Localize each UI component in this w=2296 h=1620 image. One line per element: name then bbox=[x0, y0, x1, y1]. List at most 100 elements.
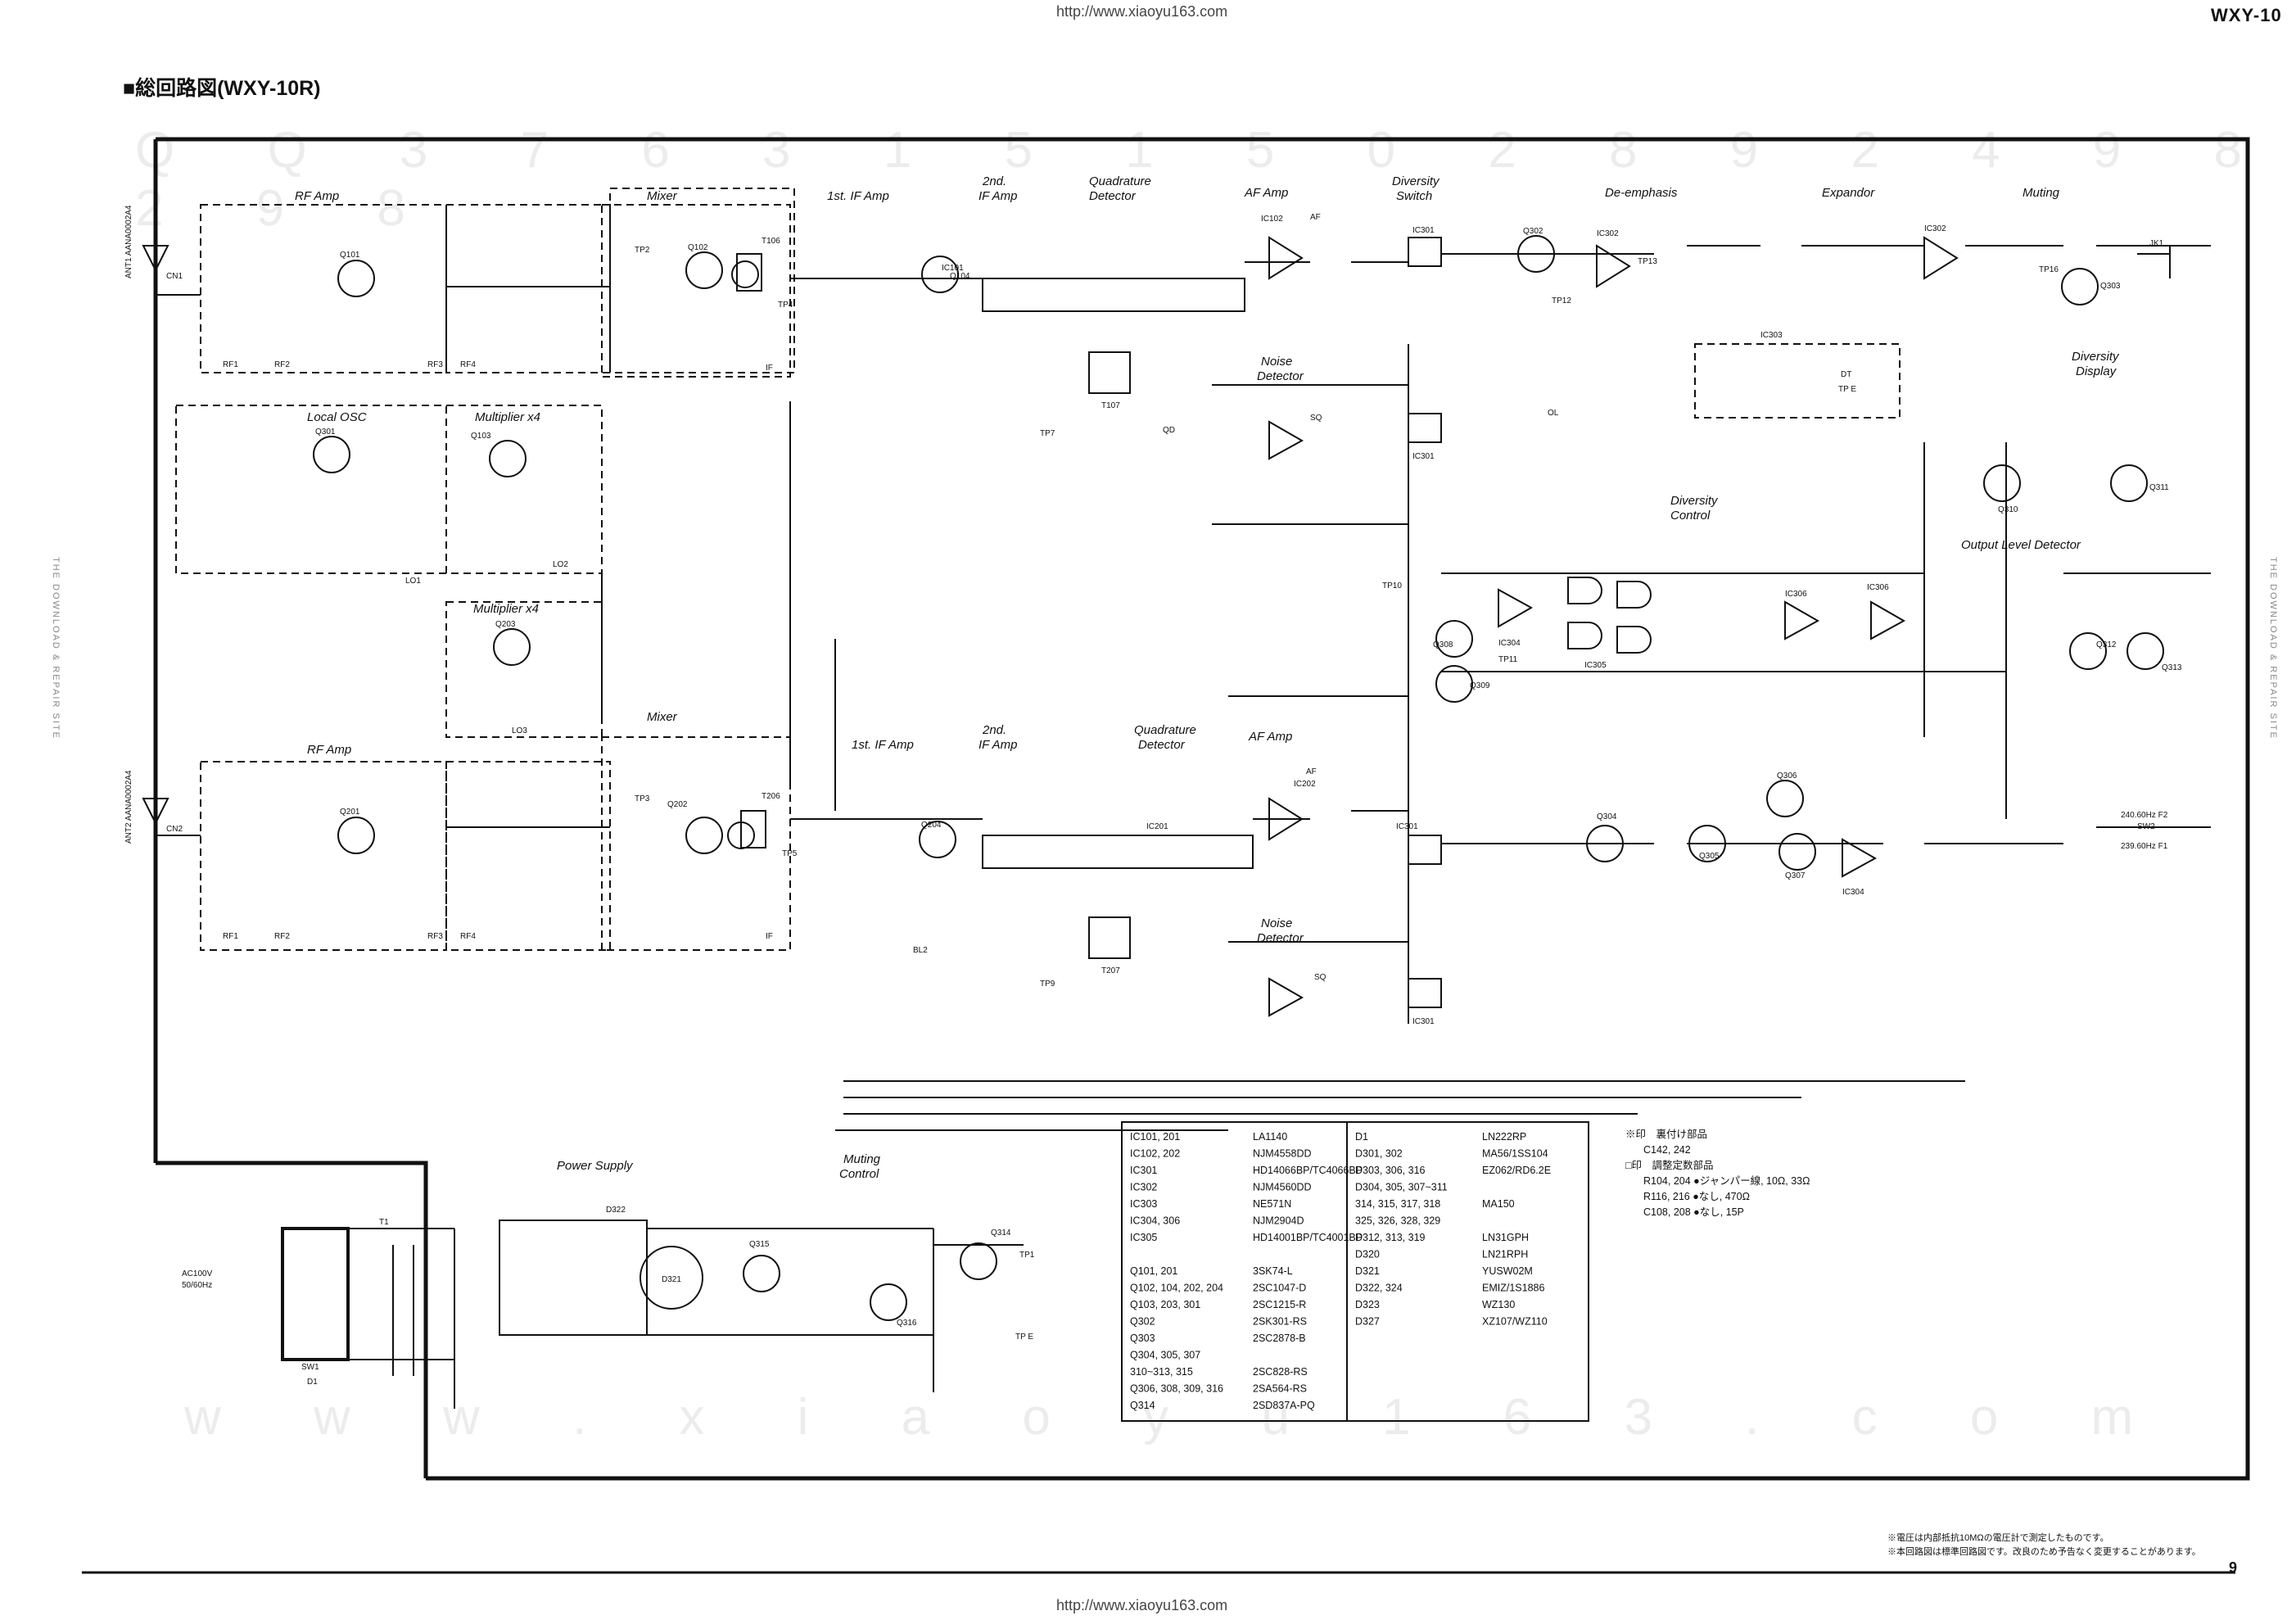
tag-if-b: IF bbox=[766, 932, 773, 941]
block-local-osc: Local OSC bbox=[307, 410, 367, 424]
ic302a-label: IC302 bbox=[1597, 229, 1619, 238]
cn1-label: CN1 bbox=[166, 272, 183, 281]
tag-dt: DT bbox=[1841, 370, 1851, 379]
parts-value-cell: LA1140 bbox=[1253, 1131, 1287, 1143]
q101-label: Q101 bbox=[340, 251, 360, 260]
tp9-label: TP9 bbox=[1040, 980, 1055, 989]
parts-ref-cell: D301, 302 bbox=[1355, 1148, 1403, 1160]
parts-ref-cell: D323 bbox=[1355, 1299, 1380, 1310]
parts-ref-cell: Q314 bbox=[1130, 1400, 1155, 1411]
tag-rf1-a: RF1 bbox=[223, 360, 238, 369]
tag-rf4-b: RF4 bbox=[460, 932, 476, 941]
parts-value-cell: NE571N bbox=[1253, 1198, 1291, 1210]
block-muting-control: Muting bbox=[843, 1152, 881, 1166]
q302-label: Q302 bbox=[1523, 227, 1543, 236]
tag-sq-a: SQ bbox=[1310, 414, 1322, 423]
ic202-label: IC202 bbox=[1294, 780, 1316, 789]
note-line: C108, 208 ●なし, 15P bbox=[1643, 1206, 1744, 1218]
component-labels: ANT1 AANA0002A4 ANT2 AANA0002A4 CN1 CN2 … bbox=[124, 205, 2182, 1387]
parts-ref-cell: IC305 bbox=[1130, 1232, 1157, 1243]
watermark-row: Q Q 3 7 6 3 1 5 1 5 0 2 8 9 2 4 9 8 2 9 … bbox=[135, 122, 2281, 237]
block-output-level-detector: Output Level Detector bbox=[1961, 538, 2081, 552]
note-line: R104, 204 ●ジャンパー線, 10Ω, 33Ω bbox=[1643, 1175, 1810, 1187]
block-1st-if-amp-2: 1st. IF Amp bbox=[852, 738, 914, 752]
parts-value-cell: EZ062/RD6.2E bbox=[1482, 1165, 1551, 1176]
ic101-label: IC101 bbox=[942, 264, 964, 273]
ic303-label: IC303 bbox=[1760, 331, 1783, 340]
ic306b-label: IC306 bbox=[1867, 583, 1889, 592]
tag-rf3-b: RF3 bbox=[427, 932, 443, 941]
parts-ref-cell: IC102, 202 bbox=[1130, 1148, 1180, 1160]
q316-label: Q316 bbox=[897, 1319, 917, 1328]
d321-label: D321 bbox=[662, 1275, 681, 1284]
parts-ref-cell: D312, 313, 319 bbox=[1355, 1232, 1426, 1243]
block-quadrature-2b: Detector bbox=[1138, 738, 1186, 752]
tag-af-a: AF bbox=[1310, 213, 1321, 222]
block-multiplier-1: Multiplier x4 bbox=[475, 410, 540, 424]
watermark-left: THE DOWNLOAD & REPAIR SITE bbox=[51, 557, 61, 740]
t206-label: T206 bbox=[762, 792, 780, 801]
note-line: □印 調整定数部品 bbox=[1625, 1160, 1714, 1171]
parts-ref-cell: 314, 315, 317, 318 bbox=[1355, 1198, 1440, 1210]
parts-ref-cell: Q103, 203, 301 bbox=[1130, 1299, 1200, 1310]
block-af-amp-1: AF Amp bbox=[1244, 186, 1288, 200]
sw1-label: SW1 bbox=[301, 1363, 319, 1372]
parts-value-cell: LN222RP bbox=[1482, 1131, 1526, 1143]
t106-label: T106 bbox=[762, 237, 780, 246]
parts-value-cell: 2SD837A-PQ bbox=[1253, 1400, 1315, 1411]
watermark-right: THE DOWNLOAD & REPAIR SITE bbox=[2268, 557, 2278, 740]
q313-label: Q313 bbox=[2162, 663, 2182, 672]
block-2nd-if-2: 2nd. bbox=[982, 723, 1006, 737]
parts-value-cell: 2SC2878-B bbox=[1253, 1333, 1306, 1344]
parts-value-cell: LN31GPH bbox=[1482, 1232, 1529, 1243]
d322-label: D322 bbox=[606, 1206, 626, 1215]
parts-ref-cell: Q102, 104, 202, 204 bbox=[1130, 1283, 1223, 1294]
parts-ref-cell: IC303 bbox=[1130, 1198, 1157, 1210]
block-quadrature-1: Quadrature bbox=[1089, 174, 1151, 188]
q304-label: Q304 bbox=[1597, 812, 1617, 821]
block-noise-1b: Detector bbox=[1257, 369, 1304, 383]
parts-ref-cell: Q303 bbox=[1130, 1333, 1155, 1344]
block-rf-amp-1: RF Amp bbox=[295, 189, 339, 203]
block-rf-amp-2: RF Amp bbox=[307, 743, 351, 757]
parts-value-cell: 3SK74-L bbox=[1253, 1265, 1293, 1277]
footnotes: ※電圧は内部抵抗10MΩの電圧計で測定したものです。 ※本回路図は標準回路図です… bbox=[1887, 1532, 2201, 1559]
parts-ref-cell: IC301 bbox=[1130, 1165, 1157, 1176]
parts-ref-cell: IC302 bbox=[1130, 1182, 1157, 1193]
ic301b-label: IC301 bbox=[1412, 452, 1435, 461]
ac-label-b: 50/60Hz bbox=[182, 1281, 212, 1290]
tag-qd: QD bbox=[1163, 426, 1175, 435]
ic305-label: IC305 bbox=[1584, 661, 1607, 670]
tp16-label: TP16 bbox=[2039, 265, 2059, 274]
block-de-emphasis: De-emphasis bbox=[1605, 186, 1678, 200]
parts-value-cell: EMIZ/1S1886 bbox=[1482, 1283, 1544, 1294]
block-diversity-display: Diversity bbox=[2072, 350, 2120, 364]
jk1-label: JK1 bbox=[2149, 239, 2164, 248]
d1-label: D1 bbox=[307, 1378, 318, 1387]
tag-rf4-a: RF4 bbox=[460, 360, 476, 369]
t107-label: T107 bbox=[1101, 401, 1120, 410]
parts-ref-cell: Q304, 305, 307 bbox=[1130, 1350, 1200, 1361]
q203-label: Q203 bbox=[495, 620, 516, 629]
parts-value-cell: HD14066BP/TC4066BP bbox=[1253, 1165, 1363, 1176]
parts-value-cell: NJM4558DD bbox=[1253, 1148, 1312, 1160]
parts-value-cell: 2SC1047-D bbox=[1253, 1283, 1306, 1294]
block-quadrature-1b: Detector bbox=[1089, 189, 1137, 203]
block-expandor: Expandor bbox=[1822, 186, 1875, 200]
q104-label: Q104 bbox=[950, 272, 970, 281]
block-diversity-switch: Diversity bbox=[1392, 174, 1440, 188]
block-diversity-control-b: Control bbox=[1670, 509, 1711, 523]
parts-ref-cell: 310~313, 315 bbox=[1130, 1366, 1193, 1378]
parts-ref-cell: D320 bbox=[1355, 1249, 1380, 1260]
page-number: 9 bbox=[2229, 1559, 2238, 1576]
tag-lo1: LO1 bbox=[405, 577, 421, 586]
parts-ref-cell: 325, 326, 328, 329 bbox=[1355, 1215, 1440, 1227]
tp13-label: TP13 bbox=[1638, 257, 1657, 266]
parts-value-cell: 2SC1215-R bbox=[1253, 1299, 1306, 1310]
parts-ref-cell: D1 bbox=[1355, 1131, 1368, 1143]
tp3-label: TP3 bbox=[635, 794, 650, 803]
dt-tp-label: TP E bbox=[1838, 385, 1856, 394]
tp12-label: TP12 bbox=[1552, 296, 1571, 305]
parts-ref-cell: Q101, 201 bbox=[1130, 1265, 1177, 1277]
